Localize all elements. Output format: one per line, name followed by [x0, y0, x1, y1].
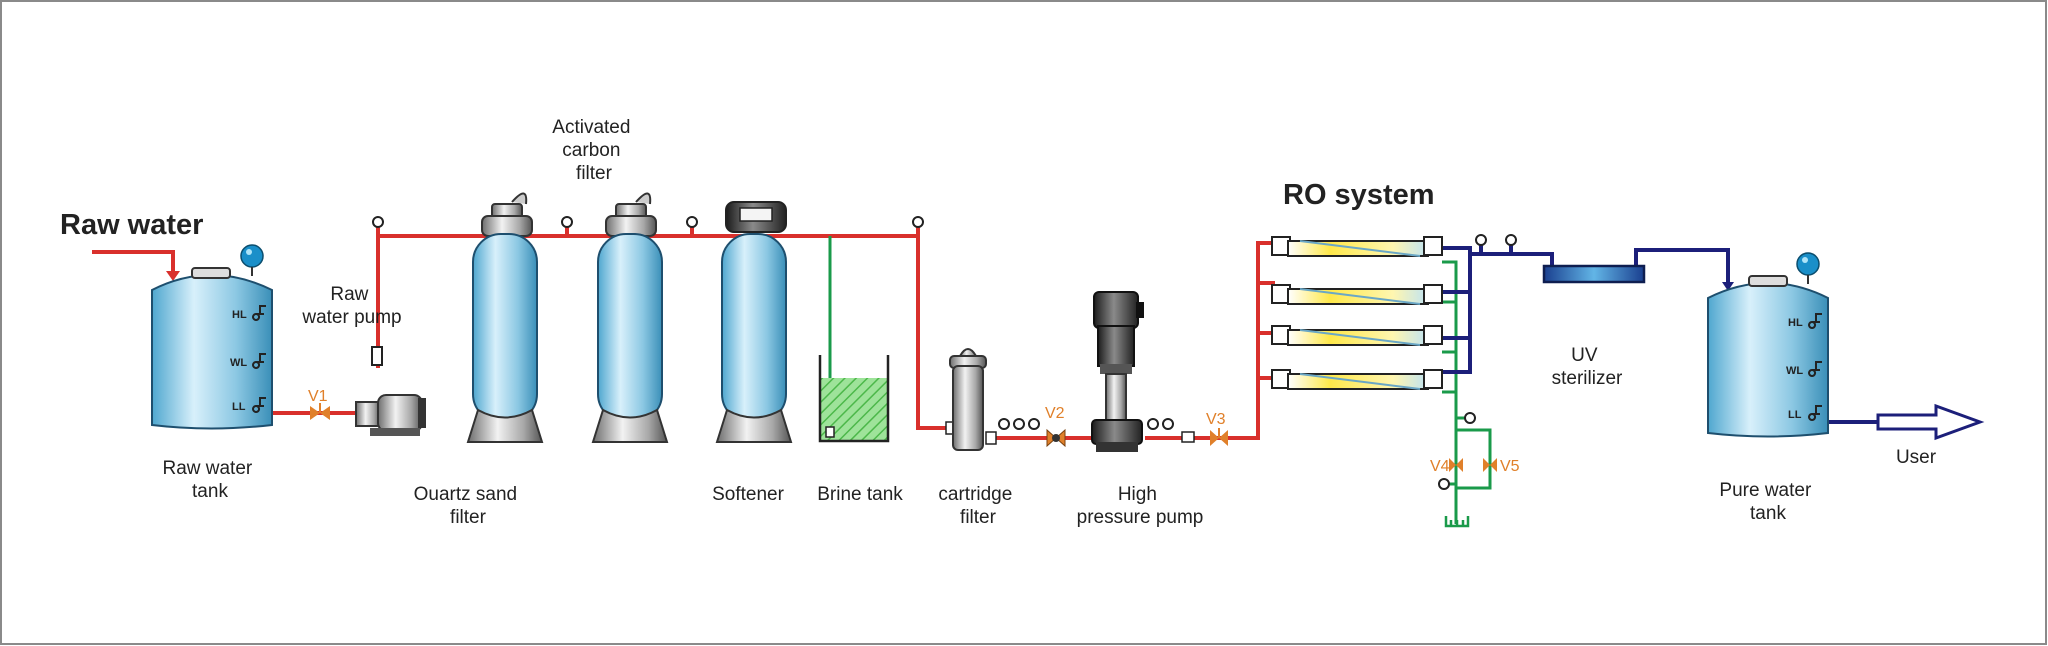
level-mark-wl-pure: WL: [1786, 365, 1803, 377]
label-high-pressure-pump: High pressure pump: [1077, 484, 1204, 528]
label-pure-water-tank: Pure water tank: [1719, 480, 1816, 524]
level-mark-ll: LL: [232, 401, 246, 413]
label-brine-tank: Brine tank: [817, 484, 903, 505]
uv-sterilizer: [1542, 264, 1646, 284]
brine-tank: [818, 355, 890, 443]
section-title-ro-system: RO system: [1283, 179, 1435, 211]
drain-icon: [1444, 516, 1470, 528]
label-softener: Softener: [712, 484, 784, 505]
label-raw-water-tank: Raw water tank: [162, 458, 257, 502]
valve-label-v2: V2: [1045, 405, 1065, 422]
label-uv-sterilizer: UV sterilizer: [1552, 345, 1623, 389]
outlet-arrow-icon: [1876, 403, 1985, 441]
valve-v5[interactable]: [1483, 458, 1497, 472]
label-raw-water-pump: Raw water pump: [301, 284, 401, 328]
ro-membrane-3: [1271, 325, 1443, 346]
level-mark-wl: WL: [230, 357, 247, 369]
ro-membrane-array: [1271, 236, 1443, 390]
level-sensor-ball-icon: [1796, 252, 1820, 276]
valve-v1[interactable]: [310, 403, 330, 420]
valve-v4[interactable]: [1449, 458, 1463, 472]
level-mark-hl: HL: [232, 309, 247, 321]
valve-label-v3: V3: [1206, 411, 1226, 428]
quartz-sand-filter: [466, 192, 544, 443]
pure-tank-inlet-arrow-icon: [1722, 282, 1734, 291]
label-quartz-sand-filter: Ouartz sand filter: [414, 484, 523, 528]
pure-water-tank: HL WL LL: [1707, 252, 1829, 438]
ro-membrane-4: [1271, 369, 1443, 390]
label-cartridge-filter: cartridge filter: [938, 484, 1017, 528]
pressure-gauges: [372, 216, 1517, 490]
ro-membrane-2: [1271, 284, 1443, 305]
raw-water-tank: HL WL LL: [151, 244, 273, 430]
reject-pipes: [828, 236, 1492, 524]
activated-carbon-filter: [591, 192, 669, 443]
raw-water-pump: [355, 346, 426, 436]
high-pressure-pump: [1091, 291, 1195, 452]
raw-water-inlet-arrow-icon: [166, 271, 180, 281]
cartridge-filter: [945, 348, 997, 451]
ro-membrane-1: [1271, 236, 1443, 257]
valve-v2[interactable]: [1046, 428, 1066, 448]
level-mark-ll-pure: LL: [1788, 409, 1802, 421]
valve-label-v5: V5: [1500, 458, 1520, 475]
valve-v3[interactable]: [1210, 428, 1228, 446]
label-activated-carbon-filter: Activated carbon filter: [552, 117, 635, 184]
softener: [715, 201, 793, 443]
valve-label-v1: V1: [308, 388, 328, 405]
label-user: User: [1896, 447, 1937, 468]
title-raw-water: Raw water: [60, 209, 203, 241]
valve-label-v4: V4: [1430, 458, 1450, 475]
level-sensor-ball-icon: [240, 244, 264, 268]
level-mark-hl-pure: HL: [1788, 317, 1803, 329]
